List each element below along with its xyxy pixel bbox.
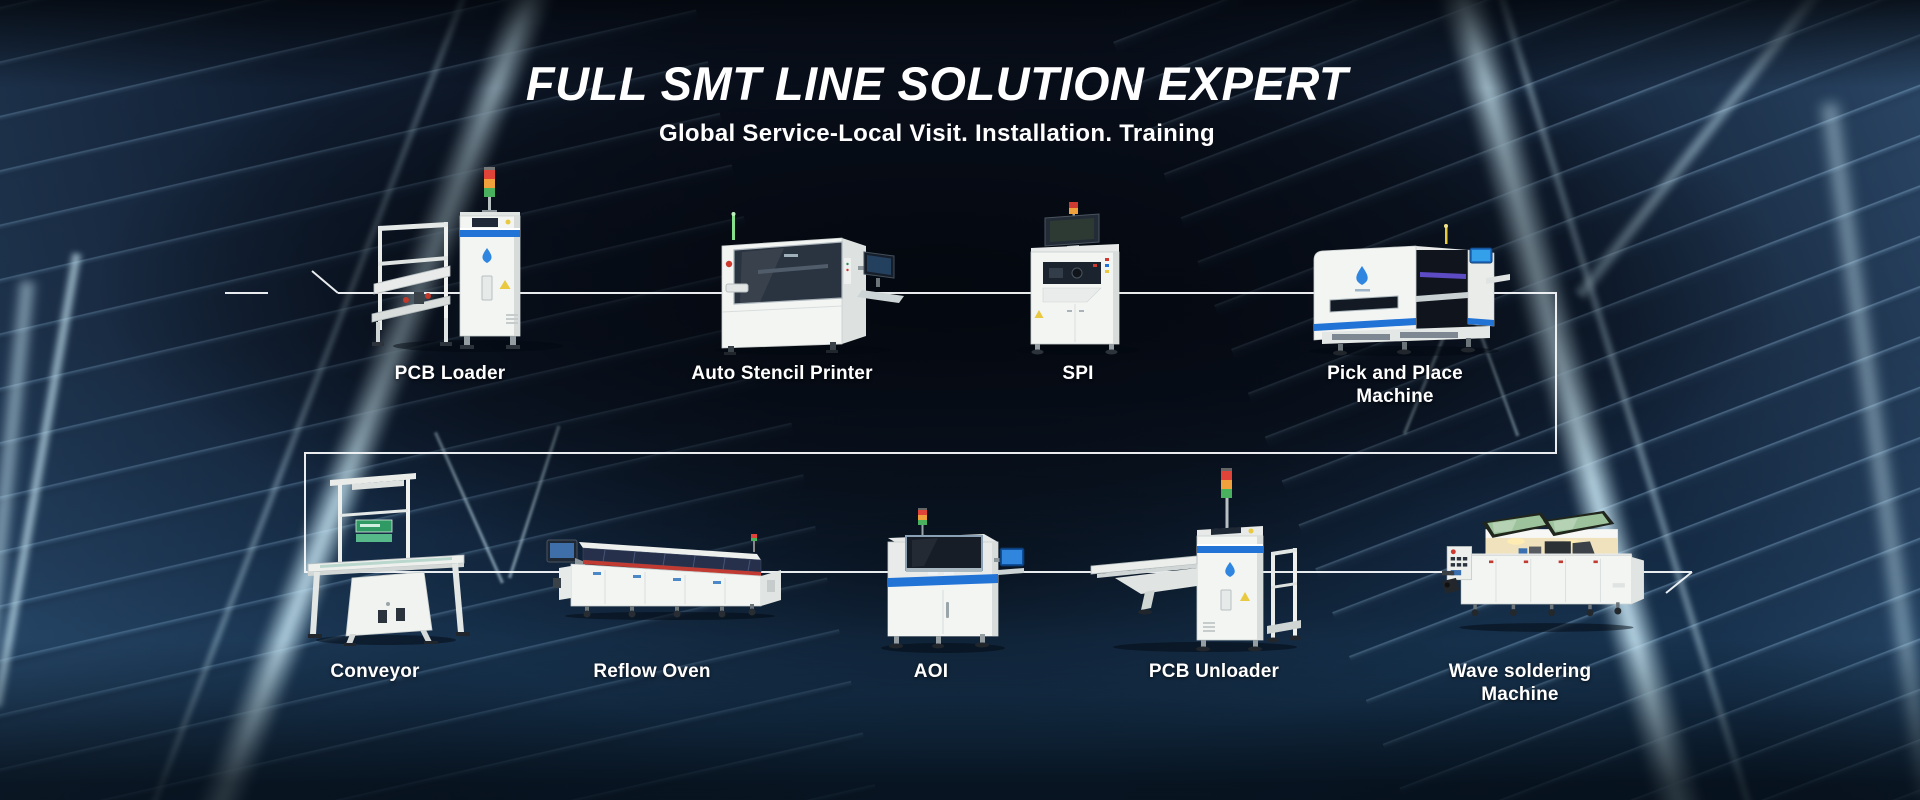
reflow-oven-label: Reflow Oven — [593, 661, 711, 682]
stencil-printer-label: Auto Stencil Printer — [691, 363, 873, 384]
banner-header: FULL SMT LINE SOLUTION EXPERT Global Ser… — [0, 58, 1874, 148]
reflow-oven-illustration — [546, 534, 781, 620]
machine-conveyor — [302, 464, 470, 646]
pick-and-place-label: Pick and Place Machine — [1327, 363, 1463, 407]
page-subtitle: Global Service-Local Visit. Installation… — [658, 120, 1216, 147]
spi-illustration — [1016, 202, 1140, 355]
machine-pick-and-place — [1298, 220, 1511, 356]
machine-wave-soldering — [1442, 508, 1657, 633]
pick-and-place-illustration — [1309, 224, 1510, 356]
conveyor-illustration — [307, 473, 470, 646]
pcb-unloader-label: PCB Unloader — [1148, 661, 1280, 682]
auto-stencil-printer-illustration — [715, 212, 904, 355]
machine-pcb-unloader — [1085, 468, 1305, 653]
machine-aoi — [868, 508, 1025, 653]
spi-label: SPI — [1062, 363, 1094, 384]
machine-reflow-oven — [545, 520, 795, 620]
flow-arrow-icon — [1665, 571, 1693, 594]
machine-pcb-loader — [368, 166, 570, 352]
flow-arrow-icon — [311, 270, 339, 294]
aoi-label: AOI — [913, 661, 949, 682]
aoi-illustration — [881, 508, 1025, 653]
machine-spi — [1005, 200, 1151, 355]
wave-soldering-label: Wave soldering Machine — [1448, 661, 1592, 705]
machine-auto-stencil-printer — [698, 210, 910, 355]
page-title: FULL SMT LINE SOLUTION EXPERT — [525, 57, 1349, 110]
pcb-loader-label: PCB Loader — [394, 363, 506, 384]
pcb-unloader-illustration — [1090, 468, 1301, 652]
wave-soldering-illustration — [1442, 510, 1644, 632]
pcb-loader-illustration — [371, 167, 563, 352]
conveyor-label: Conveyor — [330, 661, 420, 682]
